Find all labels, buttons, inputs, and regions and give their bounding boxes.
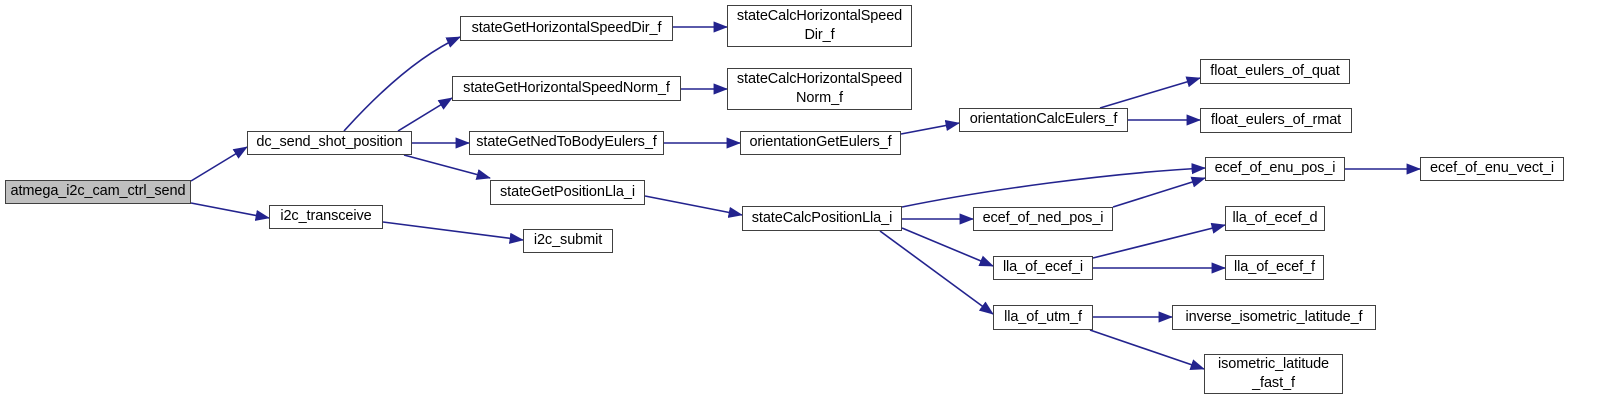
graph-node-orientationCalcEulers_f[interactable]: orientationCalcEulers_f	[959, 108, 1128, 132]
graph-node-i2c_transceive[interactable]: i2c_transceive	[269, 205, 383, 229]
graph-node-stateCalcPositionLla_i[interactable]: stateCalcPositionLla_i	[742, 206, 902, 231]
graph-node-lla_of_ecef_i[interactable]: lla_of_ecef_i	[993, 256, 1093, 280]
graph-node-ecef_of_enu_vect_i[interactable]: ecef_of_enu_vect_i	[1420, 157, 1564, 181]
graph-edge-dc_send_shot_position-to-stateGetHorizontalSpeedDir_f	[343, 36, 461, 132]
graph-node-stateCalcHorizontalSpeedNorm_f[interactable]: stateCalcHorizontalSpeed Norm_f	[727, 68, 912, 110]
graph-node-i2c_submit[interactable]: i2c_submit	[523, 229, 613, 253]
graph-node-label: stateGetHorizontalSpeedNorm_f	[463, 79, 670, 96]
graph-node-label: inverse_isometric_latitude_f	[1185, 308, 1363, 325]
graph-node-lla_of_utm_f[interactable]: lla_of_utm_f	[993, 305, 1093, 330]
graph-edge-stateCalcPositionLla_i-to-lla_of_ecef_i	[901, 227, 994, 267]
graph-node-stateGetNedToBodyEulers_f[interactable]: stateGetNedToBodyEulers_f	[469, 131, 664, 155]
graph-node-stateGetPositionLla_i[interactable]: stateGetPositionLla_i	[490, 180, 645, 205]
graph-edge-stateCalcPositionLla_i-to-lla_of_utm_f	[879, 230, 994, 315]
graph-edge-ecef_of_ned_pos_i-to-ecef_of_enu_pos_i	[1112, 176, 1206, 208]
graph-node-float_eulers_of_quat[interactable]: float_eulers_of_quat	[1200, 59, 1350, 84]
graph-edge-dc_send_shot_position-to-stateGetPositionLla_i	[403, 154, 491, 180]
graph-node-float_eulers_of_rmat[interactable]: float_eulers_of_rmat	[1200, 108, 1352, 133]
graph-node-ecef_of_ned_pos_i[interactable]: ecef_of_ned_pos_i	[973, 207, 1113, 231]
graph-edge-atmega_i2c_cam_ctrl_send-to-i2c_transceive	[190, 202, 270, 221]
graph-edge-lla_of_utm_f-to-isometric_latitude_fast_f	[1089, 329, 1205, 370]
graph-node-atmega_i2c_cam_ctrl_send[interactable]: atmega_i2c_cam_ctrl_send	[5, 180, 191, 204]
graph-node-ecef_of_enu_pos_i[interactable]: ecef_of_enu_pos_i	[1205, 157, 1345, 181]
graph-node-stateGetHorizontalSpeedDir_f[interactable]: stateGetHorizontalSpeedDir_f	[460, 16, 673, 41]
graph-node-label: lla_of_ecef_i	[1002, 259, 1084, 276]
graph-edge-atmega_i2c_cam_ctrl_send-to-dc_send_shot_position	[190, 146, 248, 182]
graph-edge-orientationGetEulers_f-to-orientationCalcEulers_f	[900, 120, 960, 135]
graph-node-label: i2c_submit	[533, 232, 603, 249]
graph-node-label: lla_of_ecef_f	[1234, 258, 1315, 275]
graph-node-label: stateGetPositionLla_i	[500, 183, 635, 200]
graph-node-label: stateGetNedToBodyEulers_f	[476, 134, 657, 151]
graph-node-label: stateCalcPositionLla_i	[751, 209, 893, 226]
graph-node-label: stateCalcHorizontalSpeed Norm_f	[736, 70, 903, 106]
graph-node-label: dc_send_shot_position	[256, 134, 403, 151]
graph-node-label: isometric_latitude _fast_f	[1217, 355, 1330, 391]
graph-node-orientationGetEulers_f[interactable]: orientationGetEulers_f	[740, 131, 901, 155]
graph-node-label: stateGetHorizontalSpeedDir_f	[471, 19, 662, 36]
graph-node-label: atmega_i2c_cam_ctrl_send	[10, 183, 186, 200]
graph-node-lla_of_ecef_d[interactable]: lla_of_ecef_d	[1225, 206, 1325, 231]
graph-node-stateCalcHorizontalSpeedDir_f[interactable]: stateCalcHorizontalSpeed Dir_f	[727, 5, 912, 47]
graph-node-label: orientationCalcEulers_f	[969, 111, 1118, 128]
graph-edge-dc_send_shot_position-to-stateGetHorizontalSpeedNorm_f	[397, 97, 453, 132]
graph-node-stateGetHorizontalSpeedNorm_f[interactable]: stateGetHorizontalSpeedNorm_f	[452, 76, 681, 101]
graph-node-label: stateCalcHorizontalSpeed Dir_f	[736, 7, 903, 43]
graph-node-dc_send_shot_position[interactable]: dc_send_shot_position	[247, 131, 412, 155]
graph-node-label: ecef_of_enu_pos_i	[1214, 160, 1336, 177]
graph-node-label: ecef_of_ned_pos_i	[982, 210, 1104, 227]
graph-node-isometric_latitude_fast_f[interactable]: isometric_latitude _fast_f	[1204, 354, 1343, 394]
graph-edge-stateGetPositionLla_i-to-stateCalcPositionLla_i	[644, 195, 743, 218]
graph-edge-orientationCalcEulers_f-to-float_eulers_of_quat	[1099, 76, 1201, 109]
graph-node-label: float_eulers_of_quat	[1210, 62, 1340, 79]
graph-node-inverse_isometric_latitude_f[interactable]: inverse_isometric_latitude_f	[1172, 305, 1376, 330]
graph-node-label: lla_of_utm_f	[1004, 308, 1082, 325]
graph-edge-stateCalcPositionLla_i-to-ecef_of_enu_pos_i	[901, 163, 1206, 208]
graph-node-label: ecef_of_enu_vect_i	[1430, 160, 1554, 177]
graph-node-lla_of_ecef_f[interactable]: lla_of_ecef_f	[1225, 255, 1324, 280]
graph-node-label: float_eulers_of_rmat	[1210, 111, 1342, 128]
graph-node-label: orientationGetEulers_f	[749, 134, 892, 151]
graph-edge-i2c_transceive-to-i2c_submit	[382, 221, 524, 244]
graph-node-label: lla_of_ecef_d	[1232, 209, 1318, 226]
graph-node-label: i2c_transceive	[280, 208, 372, 225]
